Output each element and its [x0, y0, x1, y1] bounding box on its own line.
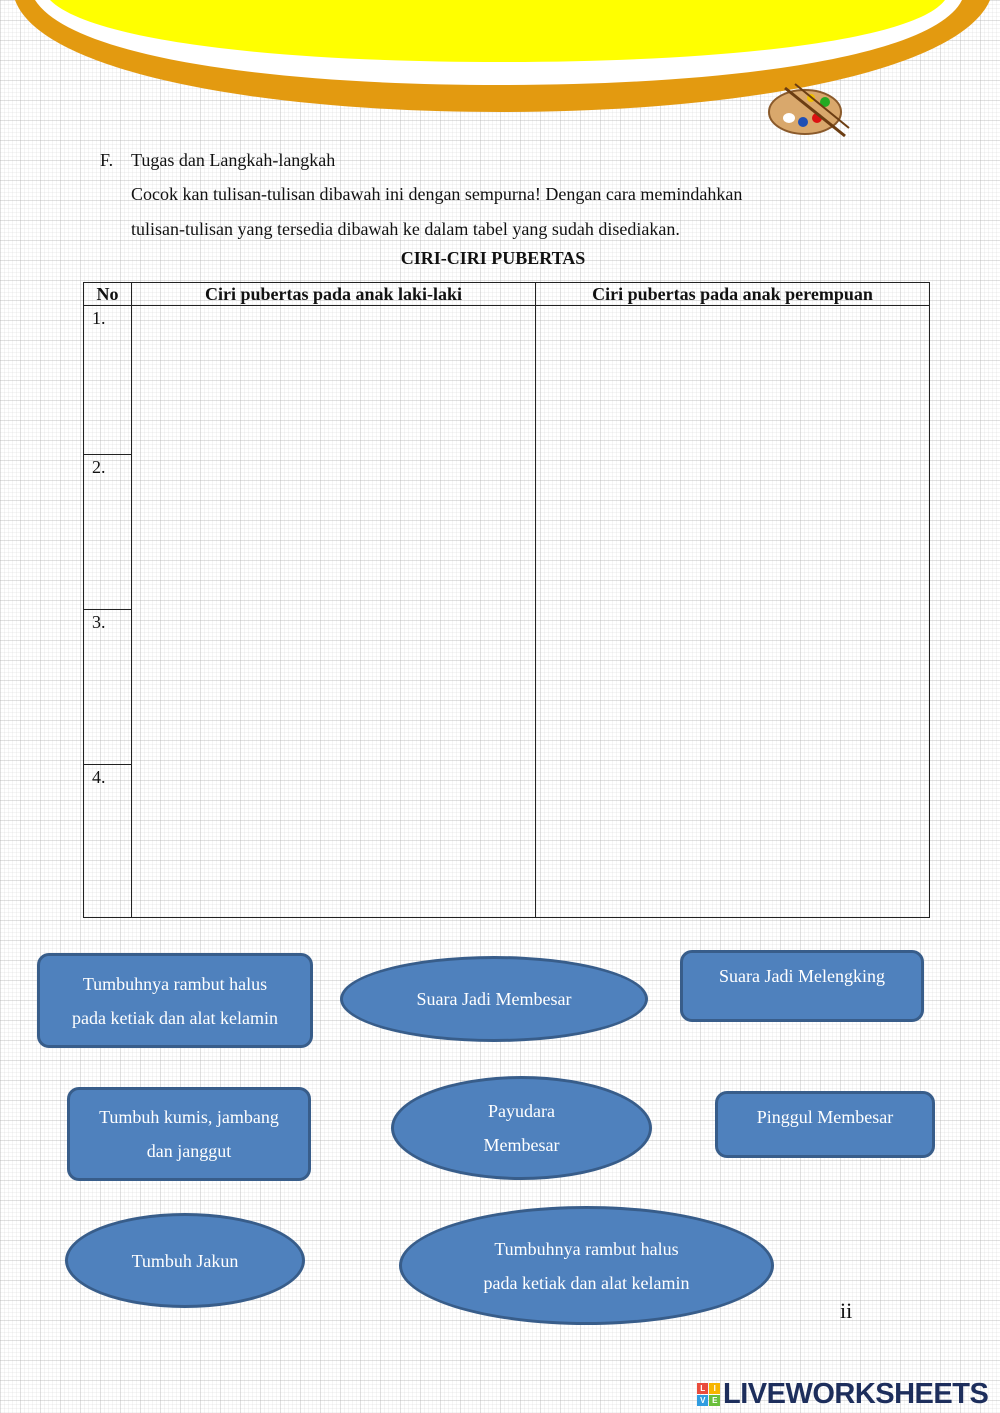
table-row: 1. — [83, 305, 930, 918]
logo-letter: I — [709, 1383, 720, 1394]
card-label: Tumbuhnya rambut halus pada ketiak dan a… — [72, 973, 278, 1028]
header-boys: Ciri pubertas pada anak laki-laki — [131, 282, 536, 306]
section-heading: Tugas dan Langkah-langkah — [131, 150, 336, 170]
card-label: Suara Jadi Melengking — [719, 966, 885, 986]
card-voice-high[interactable]: Suara Jadi Melengking — [680, 950, 924, 1022]
card-adams-apple[interactable]: Tumbuh Jakun — [65, 1213, 305, 1308]
card-mustache-beard[interactable]: Tumbuh kumis, jambang dan janggut — [67, 1087, 311, 1181]
row-number: 4. — [83, 764, 132, 918]
paint-palette-icon — [768, 83, 850, 138]
brand-name: LIVEWORKSHEETS — [723, 1378, 989, 1410]
card-boys-body-hair[interactable]: Tumbuhnya rambut halus pada ketiak dan a… — [37, 953, 313, 1048]
girls-drop-zone[interactable] — [535, 305, 930, 918]
puberty-table: No Ciri pubertas pada anak laki-laki Cir… — [83, 282, 930, 918]
card-hips[interactable]: Pinggul Membesar — [715, 1091, 935, 1158]
table-row: 4. — [83, 764, 930, 918]
row-number: 1. — [83, 305, 132, 455]
card-label: Tumbuh kumis, jambang dan janggut — [99, 1107, 279, 1161]
liveworksheets-logo[interactable]: L I V E LIVEWORKSHEETS — [697, 1378, 989, 1411]
card-label: Payudara Membesar — [483, 1101, 560, 1155]
header-girls: Ciri pubertas pada anak perempuan — [535, 282, 930, 306]
table-title: CIRI-CIRI PUBERTAS — [400, 248, 586, 268]
header-banner — [15, 0, 990, 112]
card-girls-body-hair[interactable]: Tumbuhnya rambut halus pada ketiak dan a… — [399, 1206, 774, 1325]
page-number: ii — [840, 1298, 853, 1323]
section-letter: F. — [100, 150, 114, 170]
row-number: 2. — [83, 454, 132, 610]
card-voice-deepens[interactable]: Suara Jadi Membesar — [340, 956, 648, 1042]
logo-letter: E — [709, 1395, 720, 1406]
card-label: Tumbuhnya rambut halus pada ketiak dan a… — [483, 1238, 690, 1293]
boys-drop-zone[interactable] — [131, 305, 536, 918]
header-no: No — [83, 282, 132, 306]
card-label: Suara Jadi Membesar — [416, 989, 572, 1009]
table-row: 3. — [83, 609, 930, 765]
logo-letter: L — [697, 1383, 708, 1394]
instruction-line-2: tulisan-tulisan yang tersedia dibawah ke… — [131, 219, 680, 239]
card-label: Pinggul Membesar — [756, 1107, 894, 1127]
card-breasts[interactable]: Payudara Membesar — [391, 1076, 652, 1180]
brand-logo-icon: L I V E — [697, 1383, 720, 1406]
card-label: Tumbuh Jakun — [131, 1250, 239, 1271]
row-number: 3. — [83, 609, 132, 765]
instruction-line-1: Cocok kan tulisan-tulisan dibawah ini de… — [131, 184, 743, 204]
logo-letter: V — [697, 1395, 708, 1406]
